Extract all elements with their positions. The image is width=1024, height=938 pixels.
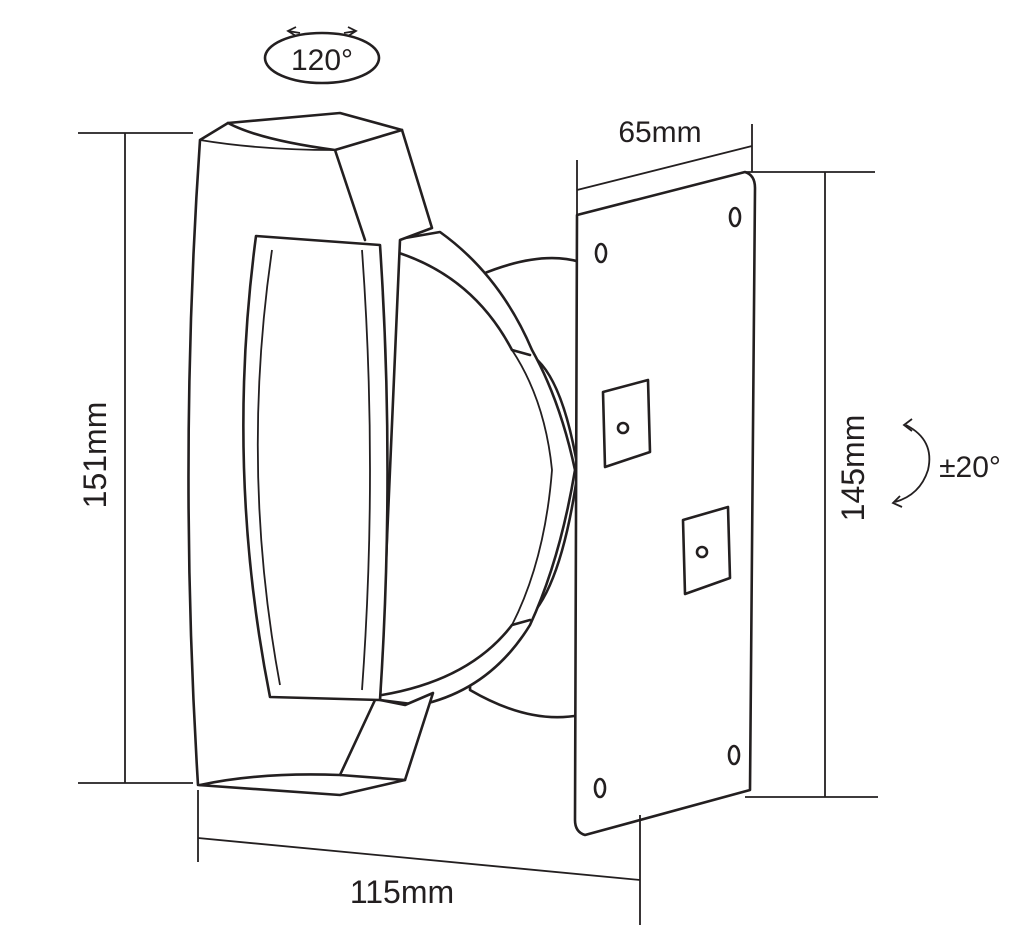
wall-plate (573, 170, 757, 837)
screw-hole (593, 777, 607, 799)
screw-hole (594, 242, 608, 264)
screw-hole (727, 744, 741, 766)
swivel-arrow-left-icon (286, 26, 301, 37)
height-label: 151mm (77, 402, 113, 509)
keyhole-slot (681, 505, 732, 596)
keyhole-slot (601, 378, 652, 469)
screw-hole (728, 206, 742, 228)
swivel-arrow-right-icon (343, 26, 358, 37)
arm-shell (378, 230, 577, 707)
speaker-clamp (187, 111, 435, 797)
plate-width-label: 65mm (618, 116, 701, 149)
height-dimension: 151mm (77, 132, 193, 784)
swivel-indicator: 120° (263, 26, 381, 85)
tilt-label: ±20° (939, 451, 1001, 484)
tilt-indicator: ±20° (891, 418, 1001, 508)
plate-width-dimension: 65mm (576, 116, 753, 215)
depth-dimension: 115mm (197, 790, 641, 925)
plate-height-label: 145mm (835, 415, 871, 522)
depth-label: 115mm (350, 874, 454, 910)
tilt-arrow-icon (894, 424, 931, 503)
plate-height-dimension: 145mm (745, 171, 878, 798)
swivel-label: 120° (291, 44, 353, 77)
swivel-ellipse (263, 31, 381, 85)
